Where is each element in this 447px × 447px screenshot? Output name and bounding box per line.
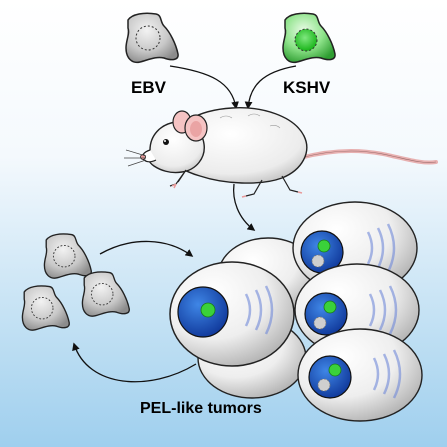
pel-tumor-cell-icon: [169, 261, 295, 367]
mouse-icon: [124, 107, 438, 198]
arrow-icon: [244, 65, 297, 110]
ebv-infected-b-cell-icon: [81, 271, 130, 317]
ebv-infected-b-cell-icon: [43, 233, 92, 279]
ebv-infected-b-cell-icon: [125, 12, 179, 64]
arrow-icon: [232, 183, 256, 231]
arrow-icon: [169, 65, 239, 110]
ebv-infected-b-cell-icon: [21, 285, 70, 331]
arrow-icon: [99, 240, 194, 257]
pel-tumors-label: PEL-like tumors: [140, 400, 262, 417]
pel-tumor-cell-icon: [294, 263, 420, 357]
ebv-label: EBV: [131, 78, 166, 97]
kshv-label: KSHV: [283, 78, 331, 97]
arrow-icon: [72, 342, 197, 383]
kshv-infected-b-cell-icon: [282, 12, 336, 64]
pel-tumor-cell-icon: [297, 328, 423, 422]
